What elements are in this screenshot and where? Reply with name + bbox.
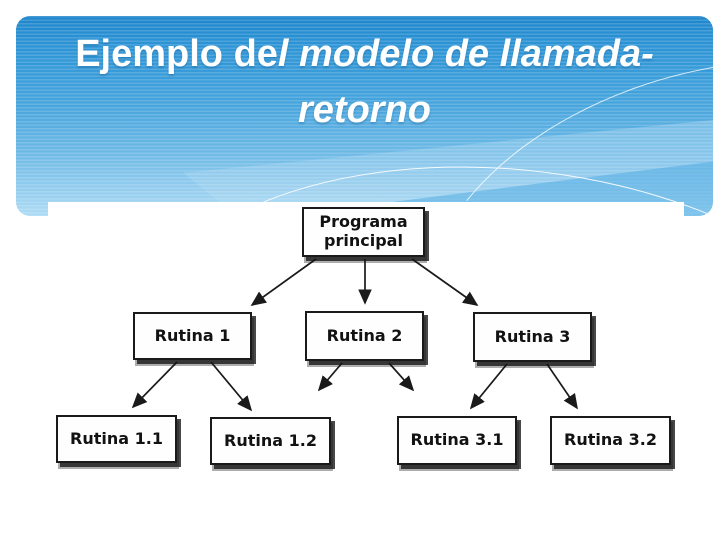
node-label: Rutina 3 — [494, 326, 571, 346]
edge-programa-rutina-3 — [411, 258, 479, 306]
node-label: Programa principal — [319, 212, 408, 250]
slide-title-line-2: retorno — [298, 89, 431, 131]
edge-programa-rutina-1 — [250, 258, 317, 306]
node-rutina-2: Rutina 2 — [305, 311, 424, 361]
node-rutina-1-1: Rutina 1.1 — [56, 415, 177, 463]
node-label: Rutina 1.2 — [224, 430, 317, 450]
node-rutina-1: Rutina 1 — [133, 312, 252, 360]
stripe-texture-decoration — [16, 16, 713, 216]
node-rutina-3-1: Rutina 3.1 — [397, 416, 517, 465]
title-italic-text: l modelo de llamada- — [277, 33, 654, 75]
node-label: Rutina 1.1 — [70, 428, 163, 448]
title-banner: Ejemplo del modelo de llamada-retorno — [16, 16, 713, 216]
node-label: Rutina 1 — [154, 325, 231, 345]
edge-rutina-1-rutina-1-1 — [131, 361, 178, 409]
node-label: Rutina 3.2 — [564, 430, 657, 450]
edge-rutina-1-rutina-1-2 — [210, 361, 253, 412]
node-rutina-3: Rutina 3 — [473, 312, 592, 362]
node-rutina-1-2: Rutina 1.2 — [210, 417, 331, 465]
node-rutina-3-2: Rutina 3.2 — [550, 416, 671, 465]
edge-rutina-3-rutina-3-2 — [546, 363, 578, 410]
edge-rutina-3-rutina-3-1 — [469, 363, 508, 410]
slide-title-line-1: Ejemplo del modelo de llamada- — [16, 26, 713, 82]
edge-rutina-2-dangling-right — [388, 362, 415, 392]
node-programa-principal: Programa principal — [302, 207, 425, 257]
node-label: Rutina 2 — [326, 325, 403, 345]
edge-rutina-2-dangling-left — [317, 362, 343, 392]
slide-title: Ejemplo del modelo de llamada-retorno — [16, 26, 713, 138]
title-regular-text: Ejemplo de — [75, 33, 278, 75]
node-label: Rutina 3.1 — [410, 430, 504, 450]
figure-panel — [48, 202, 684, 546]
